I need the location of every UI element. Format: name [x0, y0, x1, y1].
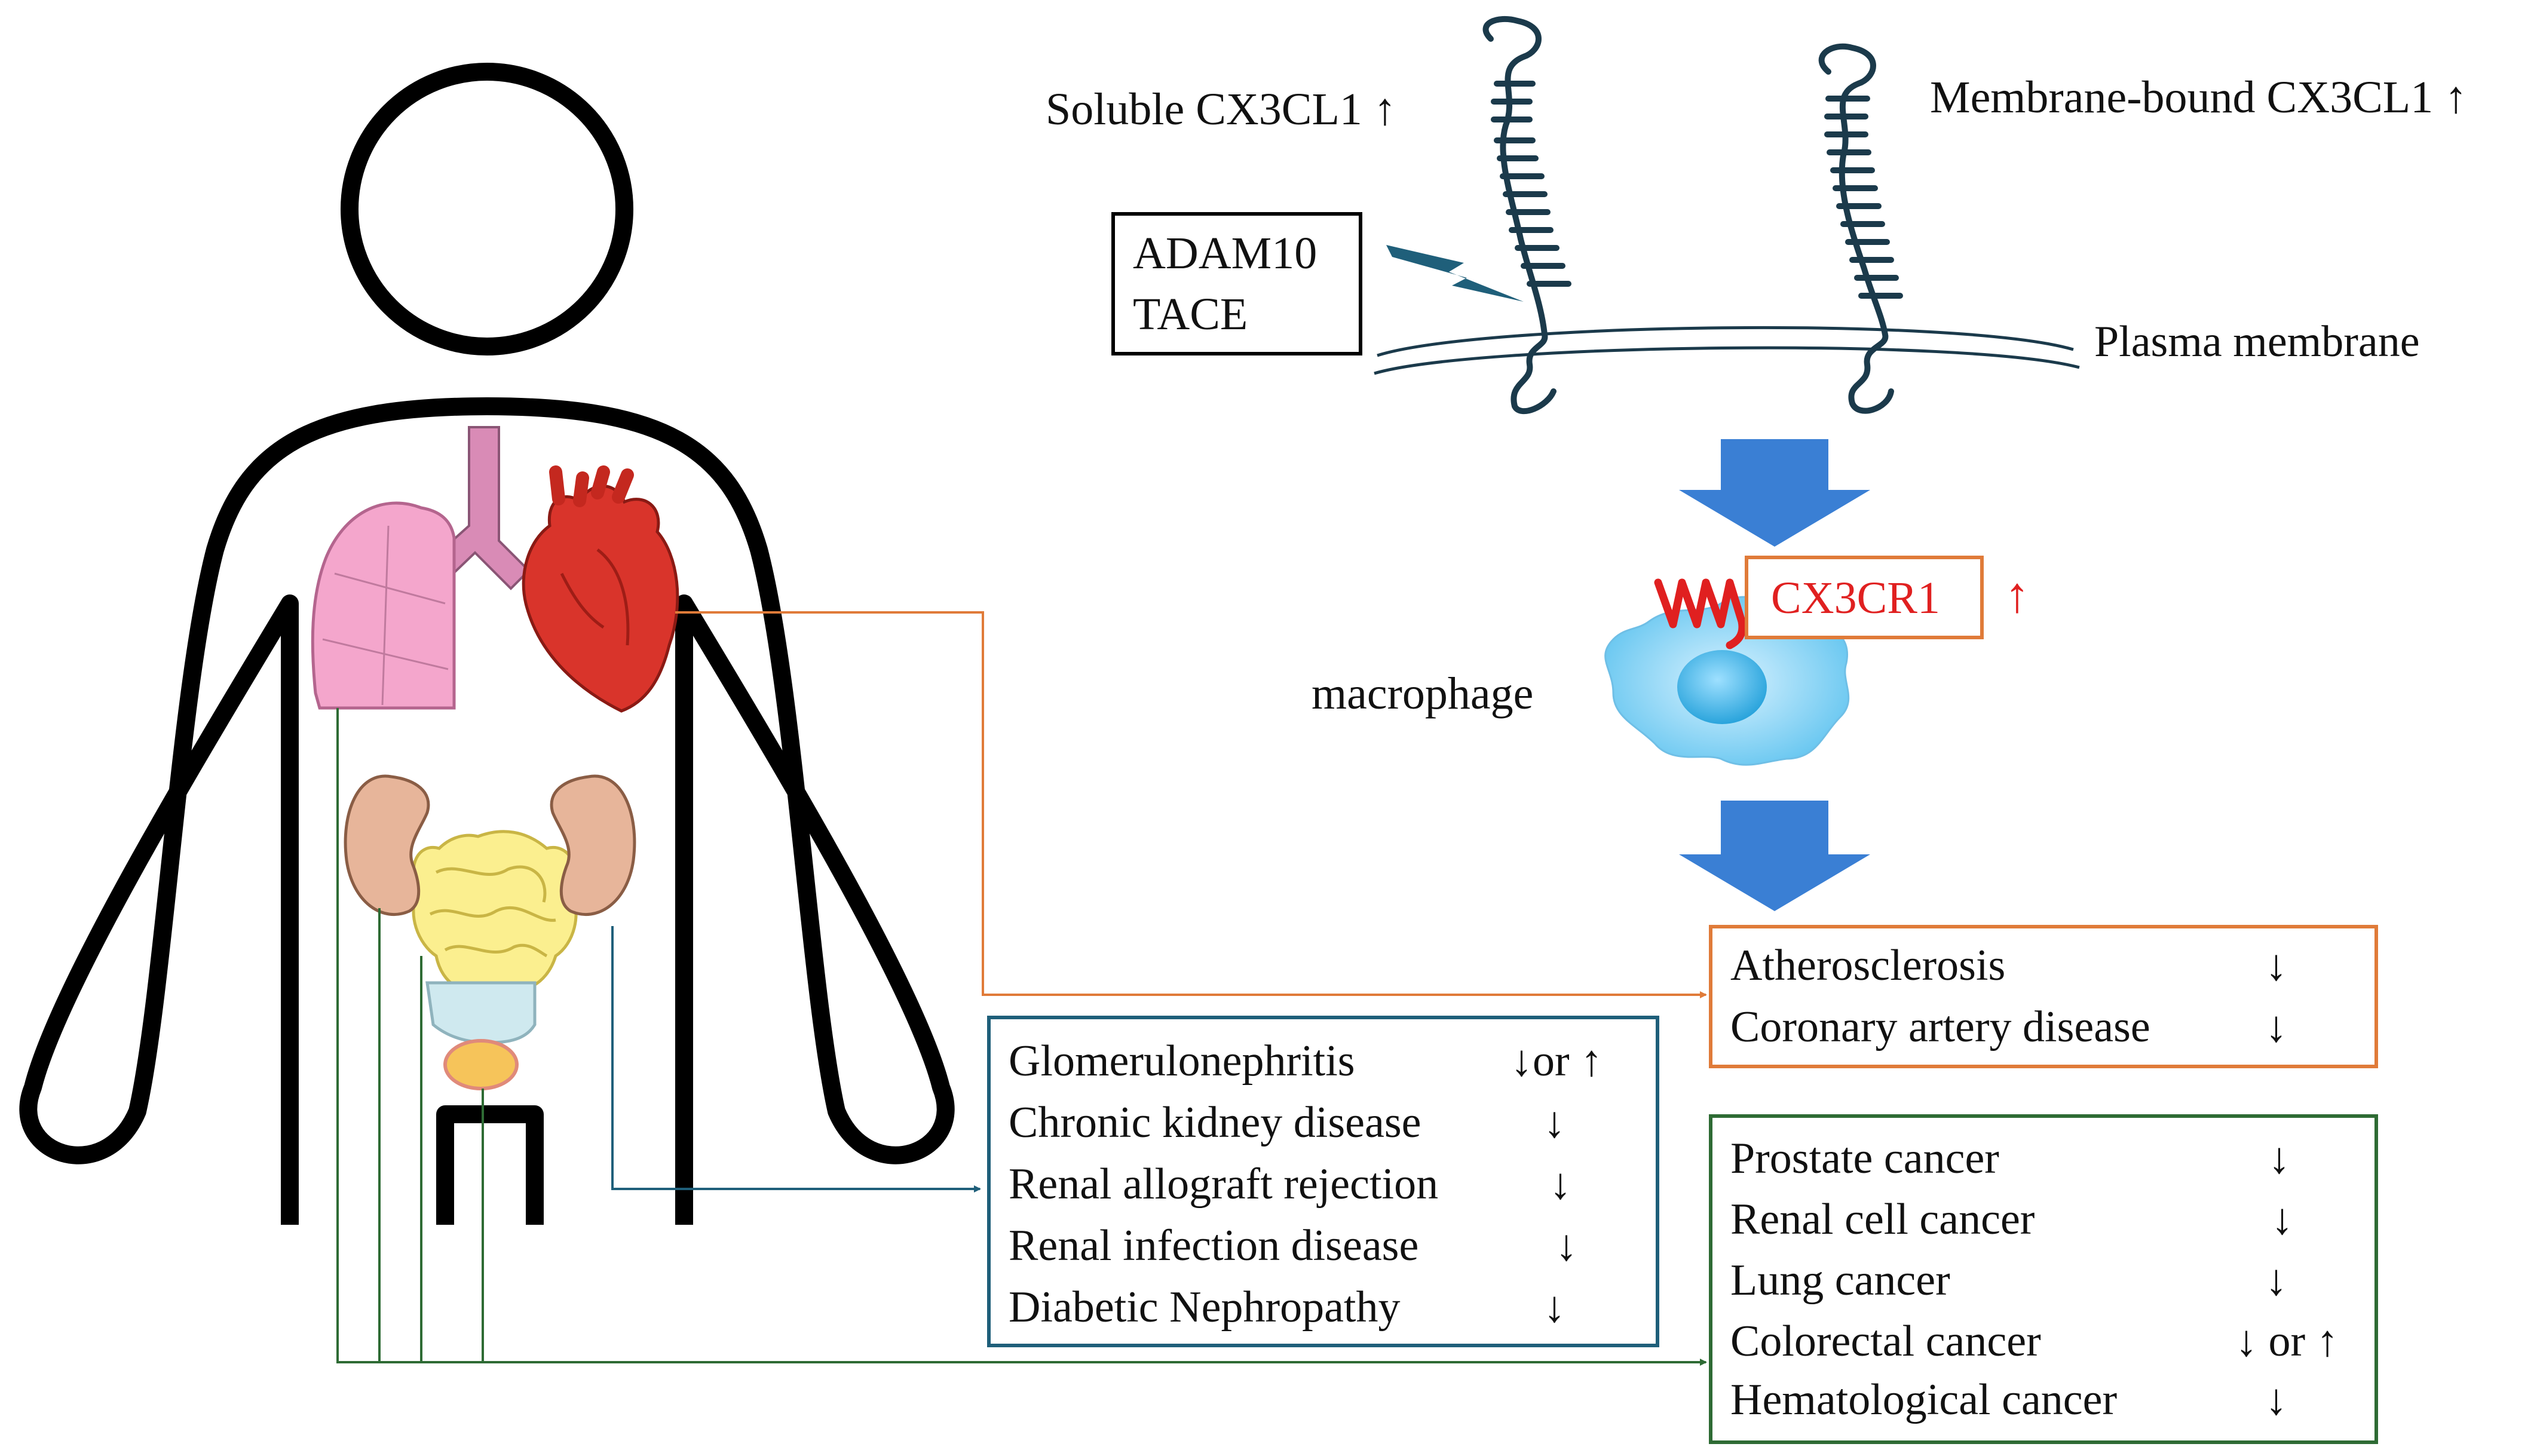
down-arrow-icon — [1679, 439, 1870, 547]
disease-row: Glomerulonephritis ↓or ↑ — [991, 1031, 1656, 1091]
disease-trend: ↓ or ↑ — [2235, 1317, 2339, 1366]
prostate-icon — [443, 1039, 519, 1090]
lightning-icon — [1386, 245, 1524, 302]
disease-row: Renal allograft rejection ↓ — [991, 1154, 1656, 1214]
disease-trend: ↓ — [2271, 1195, 2293, 1244]
receptor-box: CX3CR1 — [1745, 556, 1984, 639]
disease-row: Renal infection disease ↓ — [991, 1216, 1656, 1276]
receptor-up-arrow: ↑ — [2005, 568, 2030, 623]
disease-name: Hematological cancer — [1730, 1375, 2118, 1424]
disease-row: Lung cancer ↓ — [1712, 1250, 2374, 1310]
disease-name: Glomerulonephritis — [1009, 1037, 1355, 1086]
disease-trend: ↓ — [2268, 1134, 2290, 1183]
disease-row: Coronary artery disease ↓ — [1712, 997, 2374, 1057]
soluble-cx3cl1-label: Soluble CX3CL1 ↑ — [1046, 84, 1396, 134]
disease-name: Prostate cancer — [1730, 1134, 1999, 1183]
disease-row: Renal cell cancer ↓ — [1712, 1190, 2374, 1249]
cx3cr1-label: CX3CR1 — [1771, 573, 1940, 623]
disease-name: Renal infection disease — [1009, 1221, 1419, 1270]
disease-trend: ↓ — [1549, 1160, 1571, 1209]
cardio-connector — [675, 611, 1707, 998]
soluble-chemokine-icon — [1482, 16, 1571, 415]
renal-disease-box: Glomerulonephritis ↓or ↑ Chronic kidney … — [987, 1016, 1659, 1347]
disease-name: Coronary artery disease — [1730, 1003, 2150, 1052]
human-body-icon — [19, 63, 955, 1225]
receptor-icon — [1654, 578, 1747, 649]
disease-name: Renal cell cancer — [1730, 1195, 2035, 1244]
disease-trend: ↓ — [2265, 1256, 2287, 1305]
disease-name: Renal allograft rejection — [1009, 1160, 1439, 1209]
macrophage-label: macrophage — [1312, 669, 1534, 719]
down-arrow-icon — [1679, 801, 1870, 911]
membrane-bound-chemokine-icon — [1818, 43, 1903, 414]
disease-row: Hematological cancer ↓ — [1712, 1370, 2374, 1430]
cancer-disease-box: Prostate cancer ↓ Renal cell cancer ↓ Lu… — [1709, 1114, 2378, 1444]
enzyme-box: ADAM10 TACE — [1111, 212, 1362, 355]
disease-row: Prostate cancer ↓ — [1712, 1129, 2374, 1188]
disease-name: Lung cancer — [1730, 1256, 1950, 1305]
disease-name: Colorectal cancer — [1730, 1317, 2041, 1366]
disease-trend: ↓ — [2265, 1375, 2287, 1424]
disease-trend: ↓ — [1555, 1221, 1577, 1270]
lung-icon — [311, 501, 456, 710]
heart-icon — [522, 465, 679, 713]
disease-name: Chronic kidney disease — [1009, 1098, 1421, 1147]
tace-label: TACE — [1133, 289, 1248, 339]
intestine-icon — [412, 830, 578, 994]
plasma-membrane-icon — [1374, 326, 2080, 375]
renal-connector — [611, 926, 981, 1193]
cardiovascular-disease-box: Atherosclerosis ↓ Coronary artery diseas… — [1709, 925, 2378, 1068]
disease-trend: ↓or ↑ — [1510, 1037, 1603, 1086]
kidney-icon — [550, 774, 636, 916]
kidney-icon — [344, 774, 430, 916]
disease-row: Chronic kidney disease ↓ — [991, 1093, 1656, 1152]
plasma-membrane-label: Plasma membrane — [2094, 317, 2420, 366]
disease-row: Colorectal cancer ↓ or ↑ — [1712, 1311, 2374, 1371]
disease-row: Diabetic Nephropathy ↓ — [991, 1277, 1656, 1337]
disease-trend: ↓ — [2265, 1003, 2287, 1052]
disease-trend: ↓ — [1543, 1283, 1565, 1332]
cancer-connector — [336, 708, 1707, 1366]
disease-name: Atherosclerosis — [1730, 941, 2006, 990]
disease-row: Atherosclerosis ↓ — [1712, 936, 2374, 995]
adam10-label: ADAM10 — [1133, 228, 1318, 278]
disease-name: Diabetic Nephropathy — [1009, 1283, 1401, 1332]
disease-trend: ↓ — [2265, 941, 2287, 990]
membrane-bound-cx3cl1-label: Membrane-bound CX3CL1 ↑ — [1930, 72, 2468, 122]
disease-trend: ↓ — [1543, 1098, 1565, 1147]
bladder-icon — [425, 981, 537, 1044]
